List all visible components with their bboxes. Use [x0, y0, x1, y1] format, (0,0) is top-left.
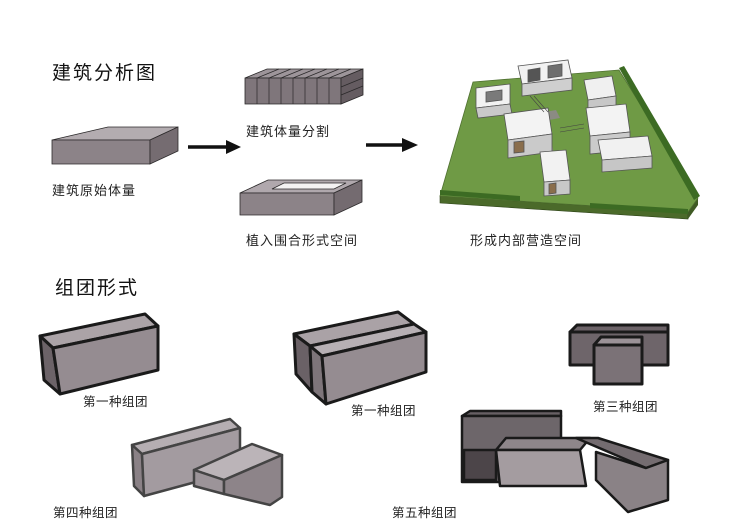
label-cluster-1a: 第一种组团: [83, 394, 149, 409]
label-courtyard-space: 植入围合形式空间: [246, 234, 359, 249]
label-original-volume: 建筑原始体量: [52, 184, 137, 199]
label-volume-division: 建筑体量分割: [246, 125, 331, 140]
cluster-title: 组团形式: [55, 277, 140, 299]
label-cluster-3: 第三种组团: [593, 399, 659, 414]
label-cluster-1b: 第一种组团: [351, 403, 417, 418]
analysis-title: 建筑分析图: [52, 62, 158, 84]
label-cluster-5: 第五种组团: [392, 505, 458, 520]
label-cluster-4: 第四种组团: [53, 505, 119, 520]
label-internal-space: 形成内部营造空间: [470, 234, 583, 249]
